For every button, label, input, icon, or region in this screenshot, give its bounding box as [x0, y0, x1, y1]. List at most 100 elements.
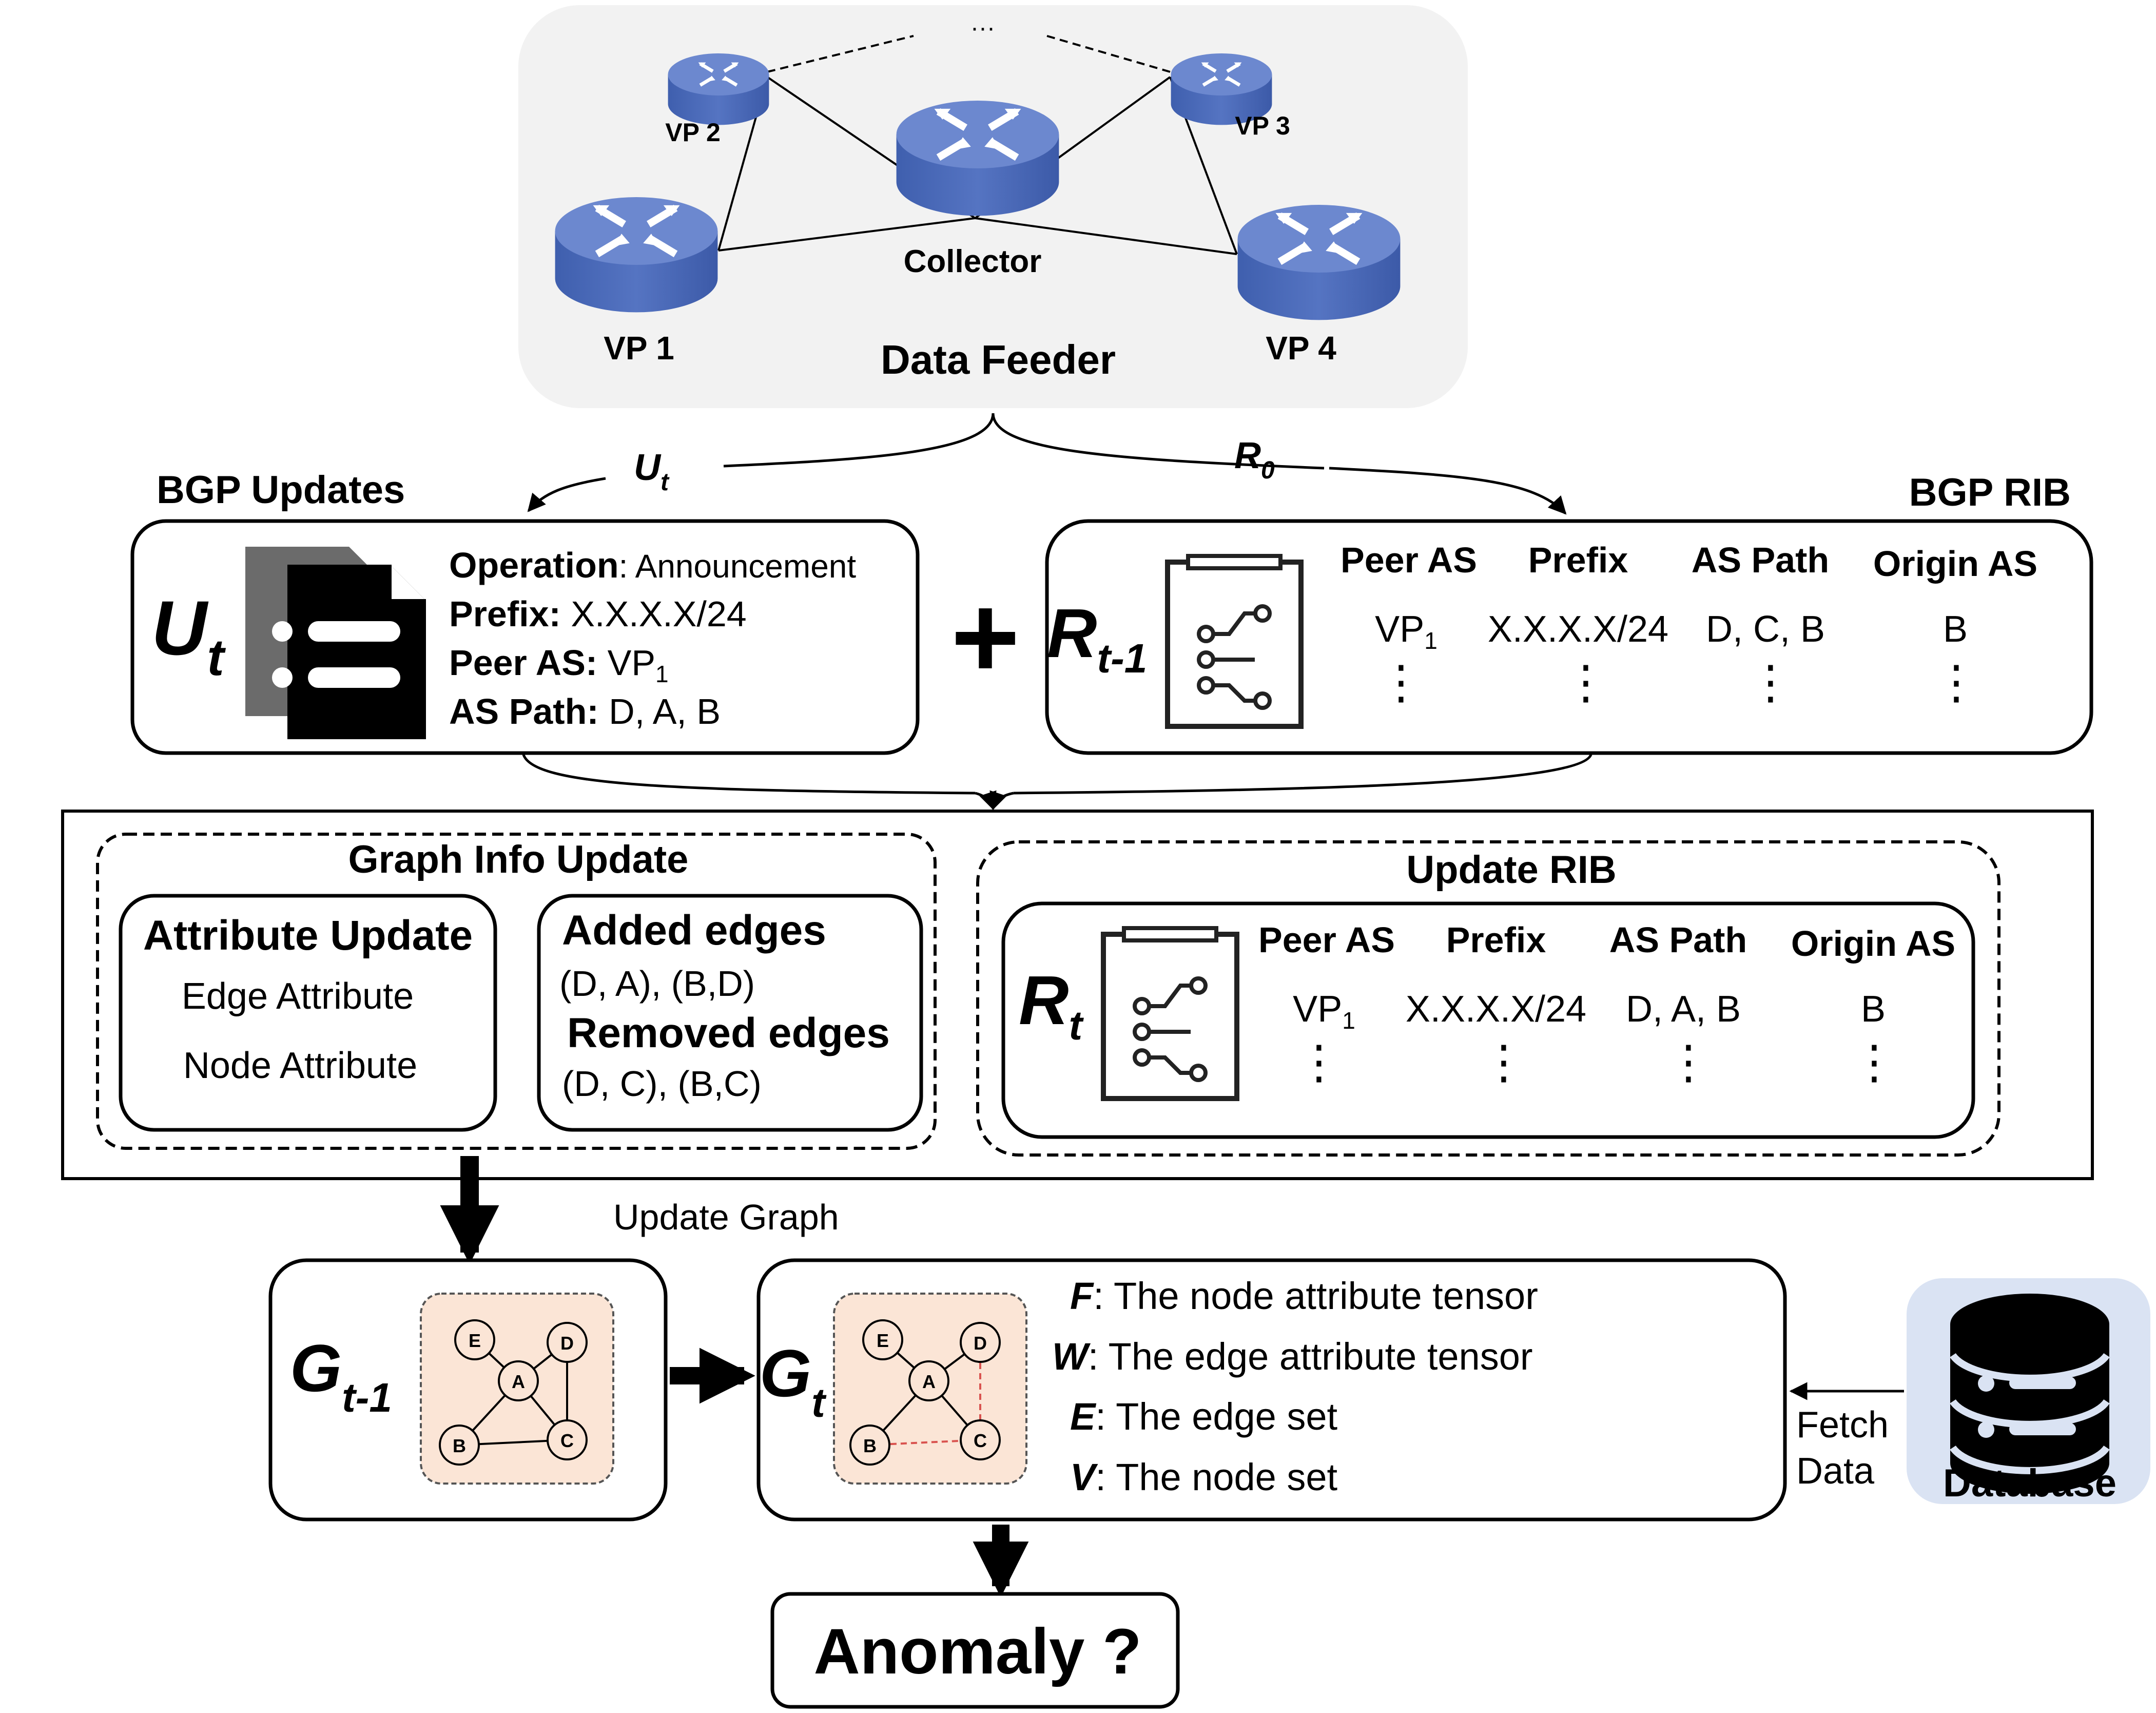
graph-prev-node-b: B	[439, 1425, 480, 1466]
node-attribute-label: Node Attribute	[183, 1045, 417, 1086]
flow-u-label: Ut	[634, 447, 670, 496]
graph-prev-node-d: D	[547, 1322, 588, 1363]
bgp-rib-title: BGP RIB	[1909, 471, 2071, 514]
rib-more-peer: ⋮	[1378, 657, 1424, 708]
updated-rib-header-origin-as: Origin AS	[1791, 923, 1955, 964]
vp4-label: VP 4	[1266, 330, 1336, 367]
rib-header-peer-as: Peer AS	[1341, 540, 1477, 580]
operation-line: Operation: Announcement	[449, 545, 856, 585]
router-vp4-icon	[1237, 205, 1401, 320]
graph-prev-symbol: Gt-1	[290, 1331, 392, 1420]
anomaly-label: Anomaly ?	[814, 1616, 1142, 1687]
svg-text:C: C	[560, 1430, 574, 1451]
plus-icon: +	[951, 571, 1020, 703]
updated-rib-more-path: ⋮	[1665, 1037, 1712, 1088]
svg-text:C: C	[974, 1430, 987, 1451]
database-label: Database	[1943, 1461, 2116, 1505]
tensor-w: W: The edge attribute tensor	[1052, 1335, 1533, 1378]
prefix-line: Prefix: X.X.X.X/24	[449, 594, 747, 634]
anomaly-box	[770, 1592, 1180, 1709]
data-label: Data	[1796, 1451, 1875, 1492]
tensor-v: V: The node set	[1070, 1456, 1338, 1498]
updated-rib-more-prefix: ⋮	[1481, 1037, 1527, 1088]
graph-info-update-title: Graph Info Update	[348, 838, 689, 881]
fetch-label: Fetch	[1796, 1404, 1889, 1446]
vp2-label: VP 2	[665, 118, 721, 147]
collector-label: Collector	[904, 244, 1042, 279]
rib-more-prefix: ⋮	[1563, 657, 1609, 708]
rib-cell-origin: B	[1943, 609, 1968, 650]
graph-curr-symbol: Gt	[760, 1336, 827, 1426]
data-feeder-panel: ··· VP 2 VP 3 Collector	[518, 5, 1468, 408]
graph-curr-node-d: D	[960, 1322, 1001, 1363]
removed-edges-value: (D, C), (B,C)	[562, 1064, 762, 1104]
updated-rib-header-as-path: AS Path	[1609, 920, 1747, 960]
updated-rib-header-prefix: Prefix	[1446, 920, 1546, 960]
flow-r0-label: R0	[1234, 435, 1275, 484]
update-rib-symbol: Rt	[1019, 961, 1084, 1048]
tensor-f: F: The node attribute tensor	[1070, 1275, 1538, 1317]
graph-info-update-group	[96, 833, 937, 1150]
graph-curr-node-e: E	[862, 1319, 903, 1360]
router-vp3-icon	[1171, 53, 1272, 125]
rib-cell-path: D, C, B	[1706, 609, 1825, 650]
rib-header-origin-as: Origin AS	[1873, 544, 2037, 584]
updated-rib-cell-prefix: X.X.X.X/24	[1406, 989, 1586, 1030]
graph-curr-node-b: B	[849, 1425, 890, 1466]
svg-text:E: E	[877, 1330, 889, 1351]
update-rib-group	[976, 840, 2000, 1157]
data-feeder-label: Data Feeder	[881, 337, 1116, 382]
vp3-label: VP 3	[1235, 111, 1290, 140]
graph-prev-node-c: C	[547, 1419, 588, 1460]
edge-attribute-label: Edge Attribute	[182, 976, 414, 1017]
attribute-update-box	[119, 894, 497, 1132]
rib-more-path: ⋮	[1747, 657, 1794, 708]
updated-rib-cell-path: D, A, B	[1626, 989, 1741, 1030]
merge-arrows	[522, 754, 1592, 811]
database-icon	[1950, 1294, 2110, 1494]
updated-rib-more-origin: ⋮	[1851, 1037, 1897, 1088]
bgp-updates-title: BGP Updates	[157, 468, 405, 512]
graph-prev-node-e: E	[454, 1319, 495, 1360]
peer-as-line: Peer AS: VP1	[449, 643, 669, 687]
tensor-e: E: The edge set	[1070, 1395, 1338, 1438]
bgp-updates-symbol: Ut	[151, 585, 226, 686]
updated-rib-cell-origin: B	[1861, 989, 1886, 1030]
updated-rib-more-peer: ⋮	[1296, 1037, 1342, 1088]
updated-rib-table-icon	[1101, 926, 1239, 1101]
graph-curr-node-c: C	[960, 1419, 1001, 1460]
graph-curr-node-a: A	[908, 1360, 949, 1401]
svg-text:A: A	[922, 1371, 936, 1392]
rib-header-prefix: Prefix	[1528, 540, 1628, 580]
router-collector-icon	[896, 101, 1059, 216]
document-icon	[245, 547, 426, 739]
router-vp1-icon	[555, 197, 718, 313]
added-edges-value: (D, A), (B,D)	[559, 964, 755, 1004]
update-graph-label: Update Graph	[613, 1197, 839, 1237]
updated-rib-header-peer-as: Peer AS	[1258, 920, 1395, 960]
updated-rib-cell-peer: VP1	[1293, 989, 1355, 1034]
svg-text:E: E	[469, 1330, 481, 1351]
svg-text:A: A	[512, 1371, 525, 1392]
as-path-line: AS Path: D, A, B	[449, 691, 721, 732]
rib-header-as-path: AS Path	[1692, 540, 1829, 580]
rib-cell-prefix: X.X.X.X/24	[1488, 609, 1668, 650]
bgp-rib-box	[1045, 519, 2093, 755]
added-edges-title: Added edges	[562, 907, 826, 954]
update-rib-title: Update RIB	[1406, 848, 1617, 892]
feeder-flow-arrows	[527, 413, 1567, 515]
svg-text:B: B	[453, 1435, 466, 1456]
svg-text:B: B	[863, 1435, 877, 1456]
update-rib-box	[1001, 901, 1975, 1139]
rib-cell-peer: VP1	[1375, 609, 1438, 654]
svg-text:D: D	[560, 1333, 574, 1354]
router-vp2-icon	[668, 53, 769, 125]
network-ellipsis: ···	[970, 14, 995, 42]
svg-text:D: D	[974, 1333, 987, 1354]
removed-edges-title: Removed edges	[567, 1010, 890, 1056]
graph-prev-node-a: A	[498, 1360, 539, 1401]
rib-more-origin: ⋮	[1933, 657, 1979, 708]
attribute-update-title: Attribute Update	[143, 912, 473, 959]
edge-change-box	[537, 894, 923, 1132]
